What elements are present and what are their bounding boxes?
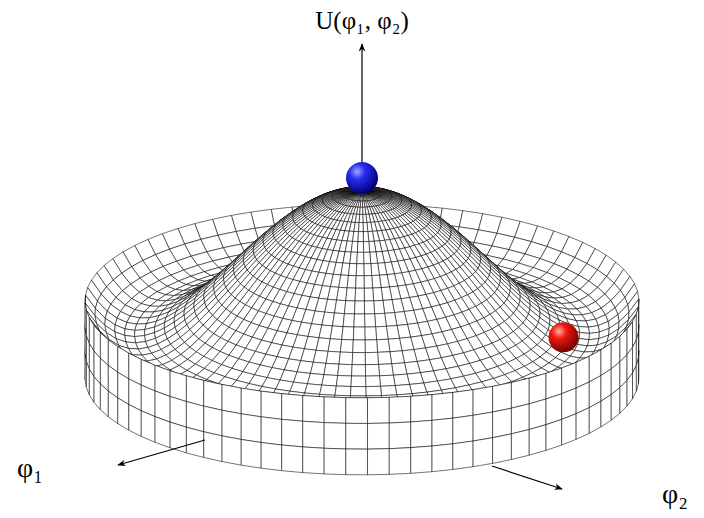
surface-cell (363, 196, 366, 201)
surface-cell (339, 275, 349, 288)
surface-cell (365, 327, 377, 340)
surface-cell (363, 207, 366, 214)
surface-cell (355, 288, 364, 301)
surface-cell (353, 231, 359, 241)
surface-cell (342, 327, 354, 340)
surface-cell (386, 326, 399, 340)
surface-cell (364, 276, 373, 289)
surface-cell (344, 301, 355, 314)
surface-cell (371, 263, 380, 275)
potential-surface (85, 186, 639, 474)
surface-cell (359, 196, 361, 201)
surface-cell (364, 252, 371, 264)
surface-cell (343, 314, 354, 327)
surface-cell (356, 276, 365, 289)
surface-cell (351, 241, 358, 252)
surface-cell (372, 275, 381, 288)
surface-cell (354, 222, 359, 231)
surface-cell (332, 313, 344, 327)
surface-cell (359, 223, 364, 232)
surface-cell (357, 242, 363, 253)
surface-cell (334, 300, 345, 314)
surface-cell (360, 201, 362, 207)
surface-cell (364, 264, 372, 276)
surface-cell (350, 252, 358, 264)
surface-cell (363, 214, 367, 222)
surface-cell (348, 263, 356, 275)
surface-cell (356, 264, 364, 276)
surface-cell (376, 326, 389, 339)
surface-cell (359, 214, 363, 222)
surface-cell (337, 287, 348, 300)
surface-cell (330, 326, 343, 340)
surface-cell (363, 232, 369, 242)
surface-cell (358, 196, 361, 201)
surface-cell (353, 327, 365, 340)
surface-cell (358, 232, 363, 242)
surface-cell (375, 313, 387, 327)
surface-cell (354, 314, 365, 327)
surface-cell (365, 314, 376, 327)
surface-cell (373, 288, 383, 301)
surface-cell (354, 301, 364, 314)
surface-cell (364, 288, 374, 301)
surface-cell (363, 222, 368, 231)
surface-cell (357, 252, 364, 263)
surface-cell (374, 300, 385, 313)
surface-cell (364, 301, 374, 314)
surface-cell (360, 207, 363, 214)
surface-cell (370, 252, 378, 264)
surface-cell (361, 196, 363, 201)
surface-cell (364, 196, 367, 201)
surface-cell (385, 313, 397, 327)
surface-cell (346, 288, 356, 301)
surface-cell (316, 338, 330, 352)
surface-cell (363, 241, 369, 252)
surface-cell (347, 275, 356, 288)
